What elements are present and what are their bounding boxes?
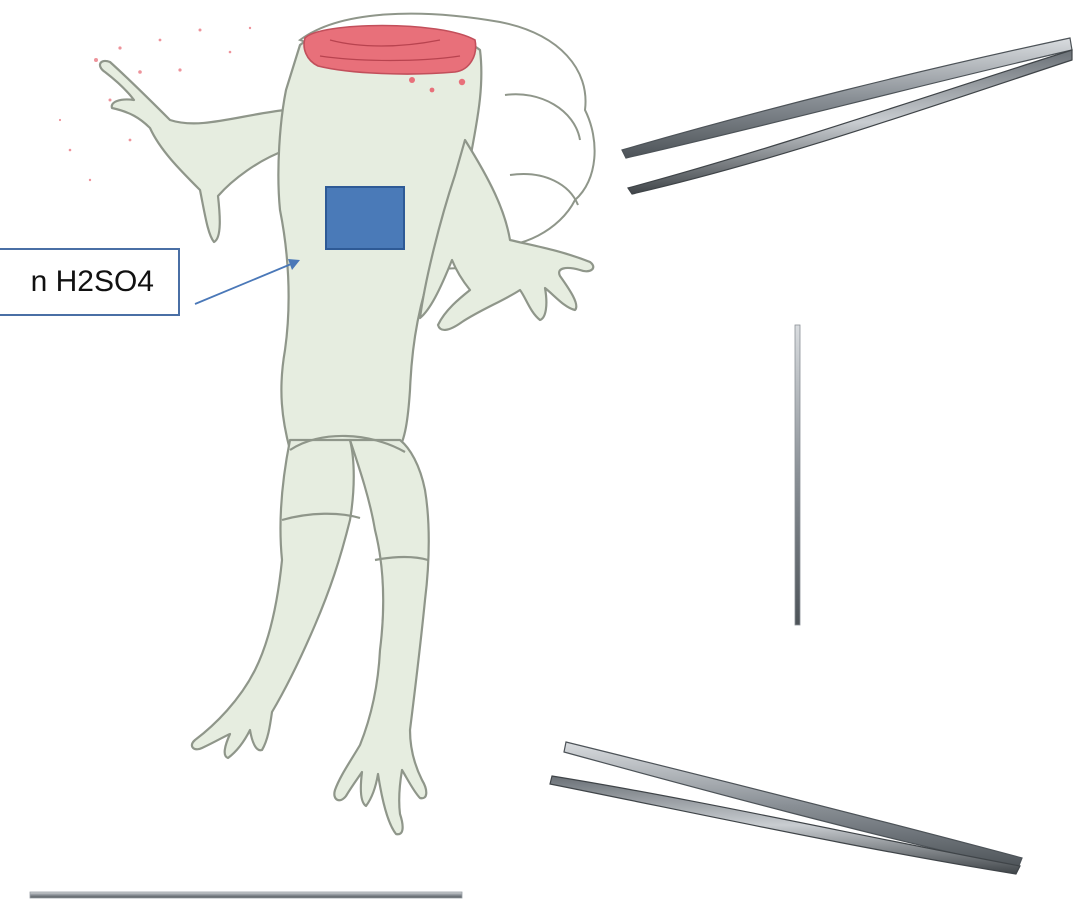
h2so4-callout-box: n H2SO4 bbox=[0, 248, 180, 316]
acid-paper-square-icon bbox=[326, 187, 404, 249]
glass-rod-icon bbox=[30, 892, 462, 898]
callout-arrow bbox=[195, 259, 300, 304]
top-forceps-icon bbox=[622, 38, 1072, 194]
needle-icon bbox=[795, 325, 800, 625]
h2so4-callout-label: n H2SO4 bbox=[31, 265, 154, 299]
bottom-forceps-icon bbox=[550, 742, 1022, 874]
